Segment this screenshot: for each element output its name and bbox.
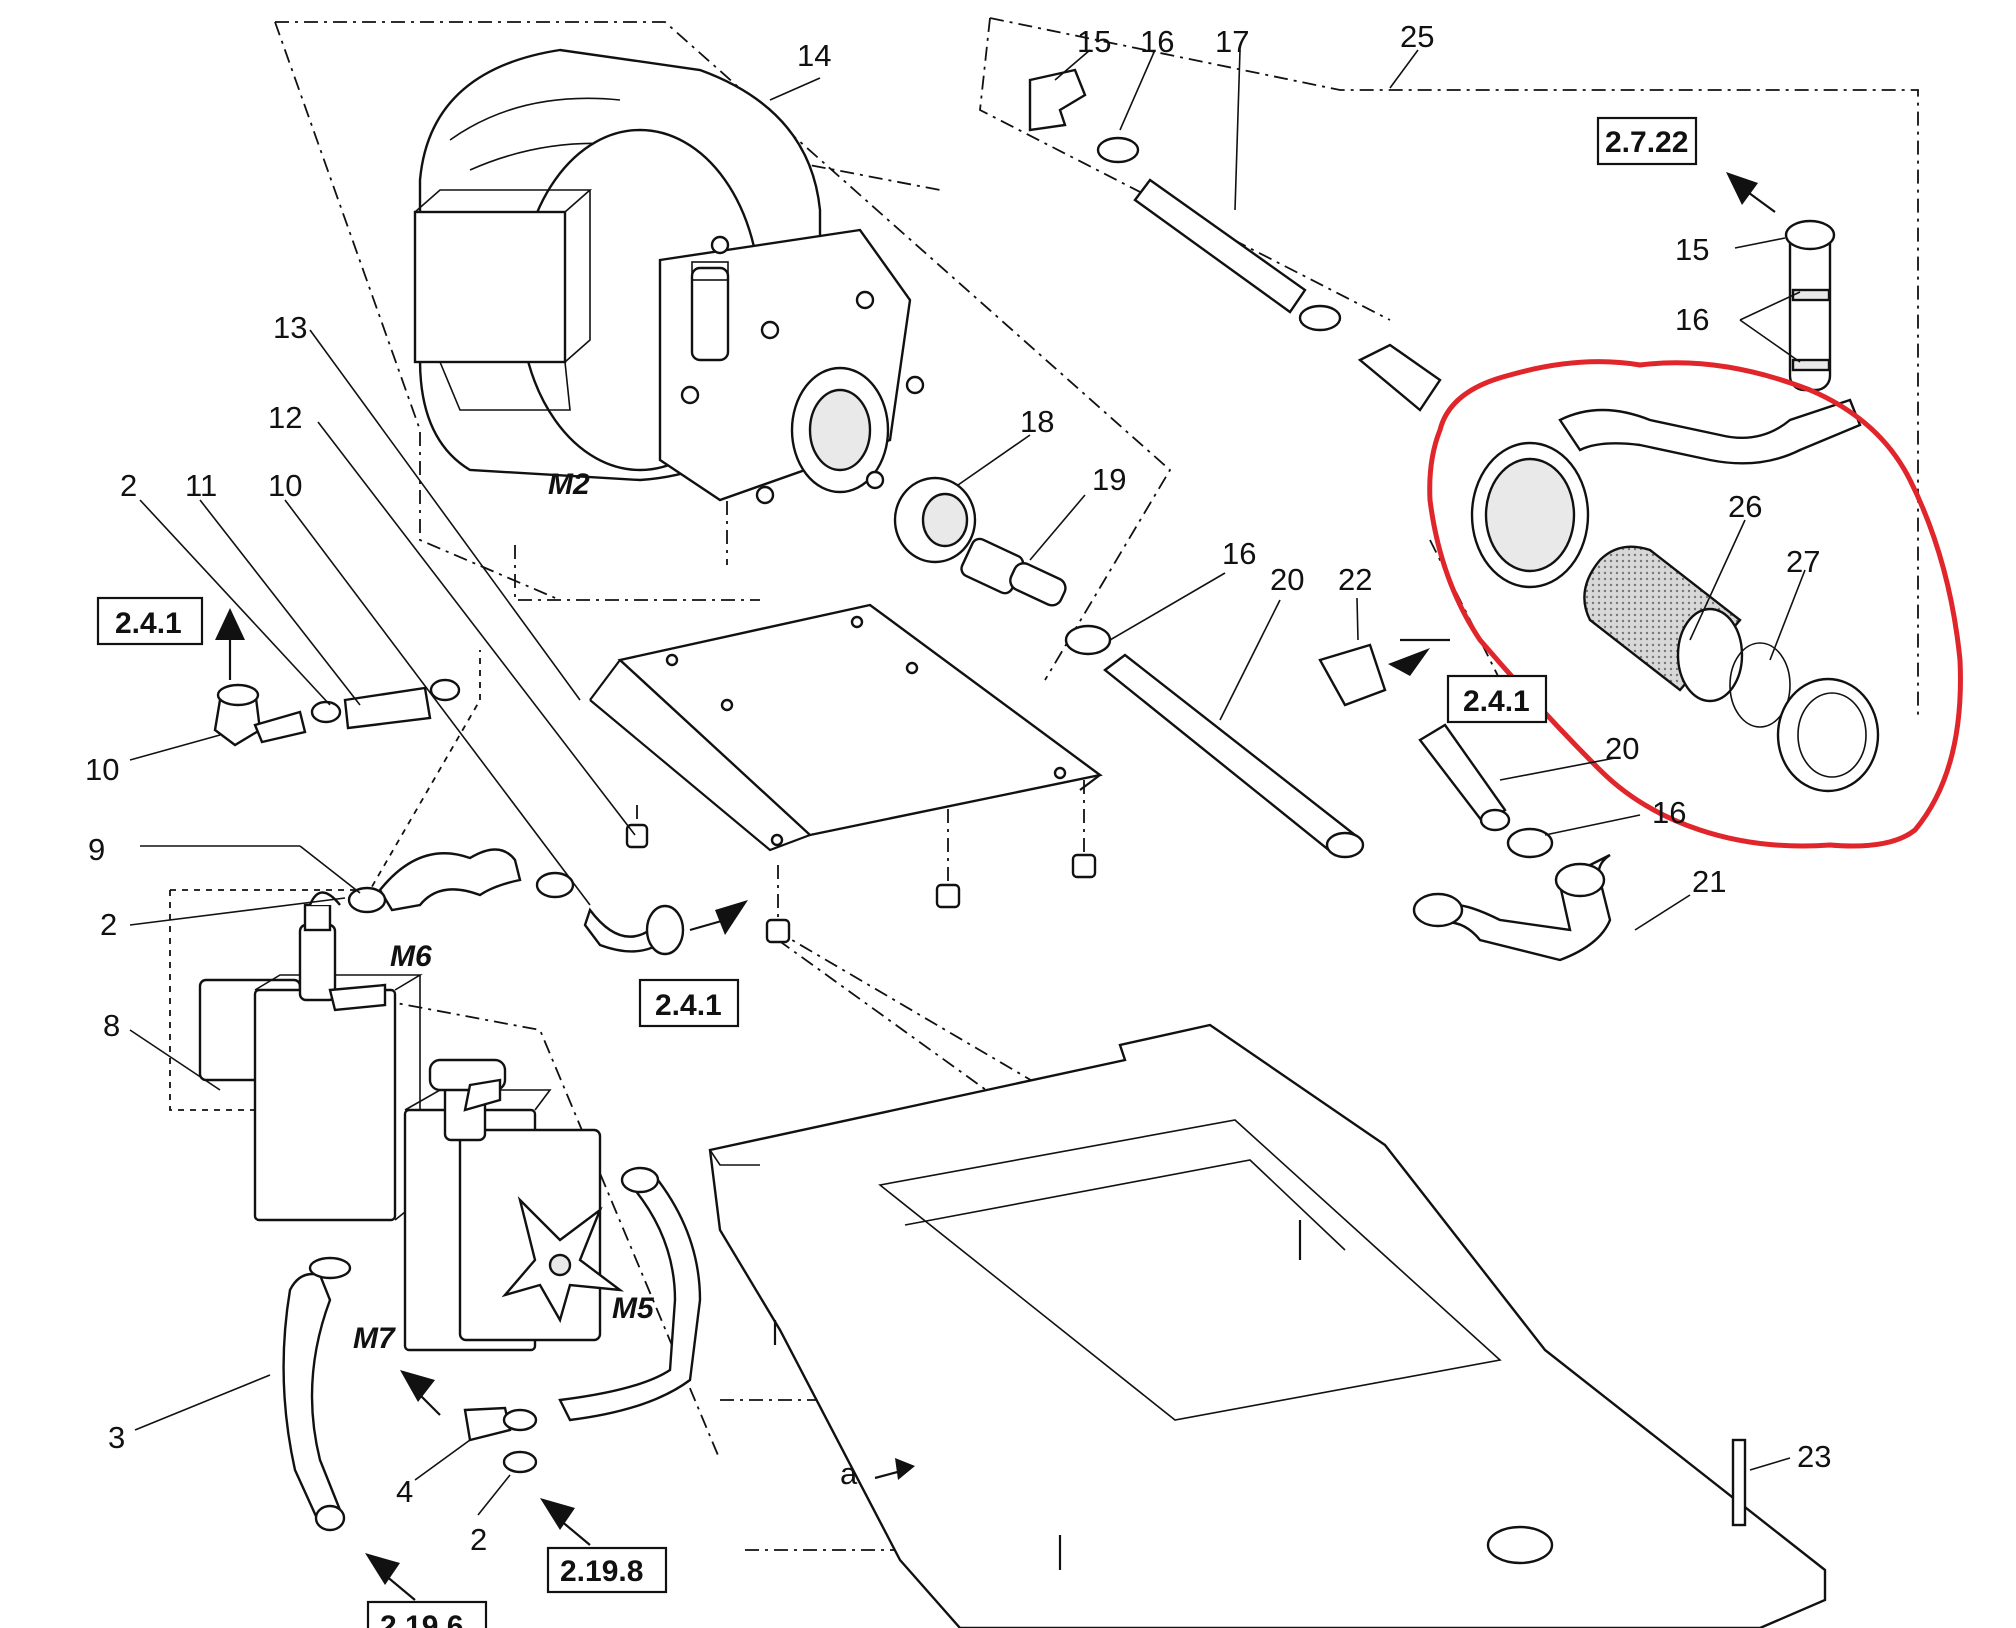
leader-lines [129, 49, 1806, 1516]
part-number-14: 14 [797, 38, 831, 73]
strainer-assembly [1470, 219, 1880, 793]
part-number-a: a [840, 1456, 858, 1491]
motor-label-m2: M2 [548, 468, 590, 501]
ref-2-19-6: 2.19.6 [380, 1610, 463, 1628]
part-number-15: 15 [1077, 24, 1111, 59]
ref-2-19-8: 2.19.8 [560, 1555, 643, 1588]
part-number-12: 12 [268, 400, 302, 435]
part-number-20: 20 [1605, 731, 1639, 766]
motor-m5-m7: M5 M7 [353, 1058, 655, 1355]
part-number-11: 11 [185, 468, 217, 503]
part-number-9: 9 [88, 832, 105, 867]
part-number-13: 13 [273, 310, 307, 345]
pump-motor-m2: M2 [413, 48, 925, 505]
part-number-4: 4 [396, 1474, 413, 1509]
ref-2-4-1-right: 2.4.1 [1463, 685, 1530, 718]
part-number-23: 23 [1797, 1439, 1831, 1474]
part-number-16: 16 [1652, 795, 1686, 830]
motor-label-m5: M5 [612, 1292, 655, 1325]
base-frame [708, 1023, 1827, 1628]
part-number-18: 18 [1020, 404, 1054, 439]
part-number-15: 15 [1675, 232, 1709, 267]
part-number-16: 16 [1140, 24, 1174, 59]
part-number-2: 2 [120, 468, 137, 503]
part-number-3: 3 [108, 1420, 125, 1455]
motor-m6: M6 [198, 891, 432, 1222]
part-number-25: 25 [1400, 19, 1434, 54]
highlight-outline [1427, 359, 1963, 849]
part-number-27: 27 [1786, 544, 1820, 579]
part-number-21: 21 [1692, 864, 1726, 899]
motor-label-m7: M7 [353, 1322, 396, 1355]
arrows [215, 172, 1776, 1601]
part-number-16: 16 [1675, 302, 1709, 337]
part-number-22: 22 [1338, 562, 1372, 597]
part-number-2: 2 [100, 907, 117, 942]
part-number-20: 20 [1270, 562, 1304, 597]
part-number-10: 10 [85, 752, 119, 787]
part-number-10: 10 [268, 468, 302, 503]
ref-2-7-22: 2.7.22 [1605, 126, 1688, 159]
lower-left-hoses [282, 1166, 702, 1532]
part-number-26: 26 [1728, 489, 1762, 524]
part-number-16: 16 [1222, 536, 1256, 571]
mounting-plate [589, 603, 1103, 944]
ref-2-4-1-left: 2.4.1 [115, 607, 182, 640]
part-number-2: 2 [470, 1522, 487, 1557]
fittings-18-19 [893, 476, 1067, 607]
motor-label-m6: M6 [390, 940, 432, 973]
top-hose-17 [1028, 68, 1442, 412]
part-number-8: 8 [103, 1008, 120, 1043]
left-hoses [213, 678, 685, 956]
part-number-19: 19 [1092, 462, 1126, 497]
section-ref-boxes [96, 116, 1698, 1628]
part-number-17: 17 [1215, 24, 1249, 59]
hoses-20-21-22 [1064, 624, 1612, 962]
ref-2-4-1-center: 2.4.1 [655, 989, 722, 1022]
